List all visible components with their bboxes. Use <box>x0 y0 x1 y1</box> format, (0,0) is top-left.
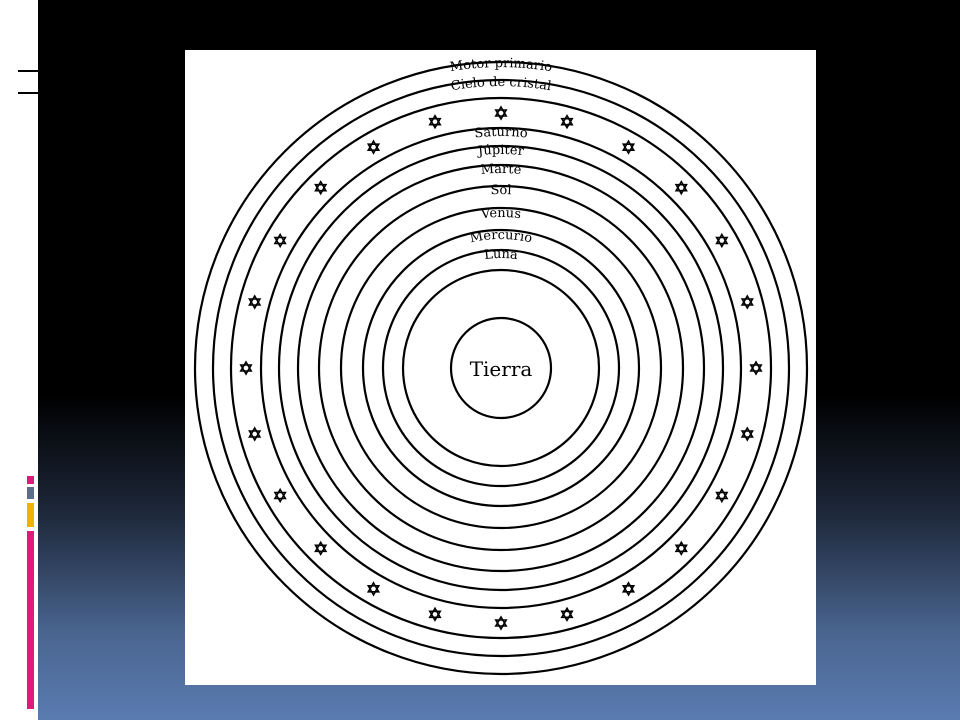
ring-luna <box>381 248 621 488</box>
ring-mercurio <box>361 228 641 508</box>
star-icon <box>428 606 442 622</box>
label-motor-primario: Motor primario <box>449 56 553 75</box>
accent-bar-slate <box>27 487 34 499</box>
star-icon <box>248 426 262 442</box>
label-cielo-de-cristal: Cielo de cristal <box>450 75 553 94</box>
star-icon <box>674 180 688 196</box>
star-icon <box>621 139 636 155</box>
sphere-rings <box>193 60 809 676</box>
star-icon <box>239 360 253 376</box>
accent-bar-magenta-bottom <box>27 531 34 709</box>
star-icon <box>273 487 287 504</box>
label-saturno: Saturno <box>474 125 529 141</box>
star-icon <box>715 487 729 504</box>
star-icon <box>740 426 754 442</box>
label-mercurio: Mercurio <box>469 228 534 247</box>
ring-stars-outer <box>229 96 773 640</box>
label-sol: Sol <box>490 183 512 198</box>
star-icon <box>273 232 287 249</box>
ring-venus <box>339 206 663 530</box>
ring-cielo-de-cristal-outer <box>211 78 791 658</box>
window-pane-icon <box>18 48 38 116</box>
star-icon <box>314 180 328 196</box>
ring-saturno <box>259 126 743 610</box>
star-icon <box>366 581 381 597</box>
ring-motor-primario-outer <box>193 60 809 676</box>
center-label-tierra: Tierra <box>470 357 533 381</box>
star-icon <box>428 114 442 130</box>
accent-bar-magenta-top <box>27 476 34 484</box>
star-icon <box>494 105 508 121</box>
fixed-stars <box>239 105 763 631</box>
star-icon <box>314 540 328 556</box>
star-icon <box>494 615 508 631</box>
ring-tierra <box>449 316 553 420</box>
star-icon <box>560 114 574 130</box>
star-icon <box>674 540 688 556</box>
ring-marte <box>296 163 706 573</box>
star-icon <box>715 232 729 249</box>
star-icon <box>366 139 381 155</box>
star-icon <box>560 606 574 622</box>
label-jupiter: Júpiter <box>475 143 525 159</box>
label-venus: Venus <box>479 206 521 222</box>
geocentric-diagram: Motor primario Cielo de cristal Saturno … <box>185 50 816 685</box>
star-icon <box>621 581 636 597</box>
ring-jupiter <box>277 144 725 592</box>
label-luna: Luna <box>483 247 518 263</box>
sphere-labels: Motor primario Cielo de cristal Saturno … <box>449 56 553 263</box>
star-icon <box>749 360 763 376</box>
label-marte: Marte <box>480 162 522 178</box>
geocentric-diagram-svg: Motor primario Cielo de cristal Saturno … <box>193 56 809 676</box>
ring-inner <box>401 268 601 468</box>
ring-sol <box>317 184 685 552</box>
star-icon <box>740 294 754 310</box>
star-icon <box>248 294 262 310</box>
accent-bar-gold <box>27 503 34 527</box>
